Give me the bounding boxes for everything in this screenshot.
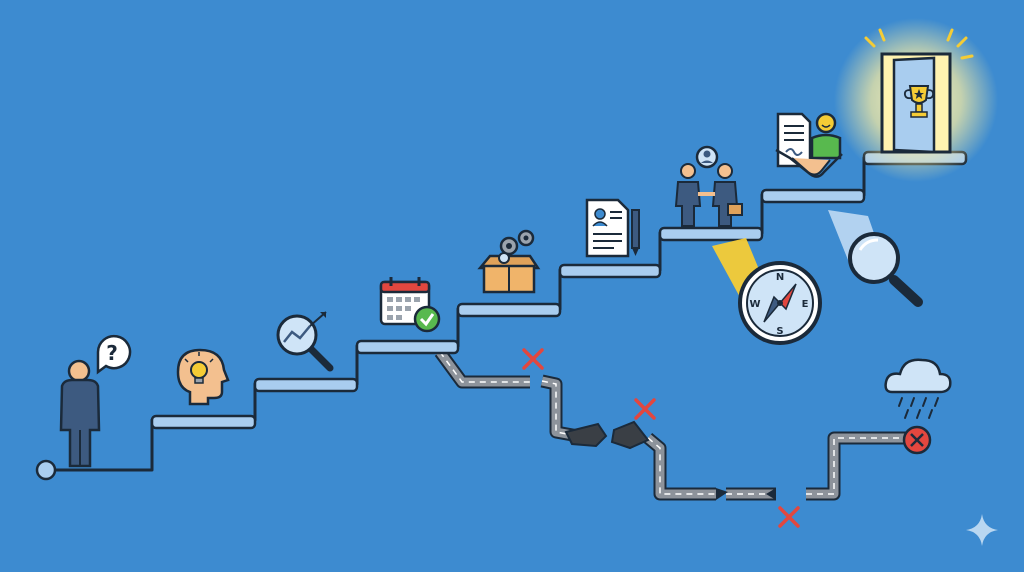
trophy-door-icon <box>834 18 998 182</box>
contract-handshake-icon <box>775 112 843 178</box>
x-mark-icon <box>522 348 544 370</box>
step-7 <box>760 188 866 204</box>
error-circle-icon <box>902 425 932 455</box>
svg-text:N: N <box>776 272 784 283</box>
calendar-check-icon <box>379 277 441 333</box>
step-1 <box>150 414 257 430</box>
lightbulb-head-icon <box>176 348 230 406</box>
x-mark-icon <box>778 506 800 528</box>
step-5 <box>558 263 662 279</box>
step-4 <box>456 302 562 318</box>
x-mark-icon <box>634 398 656 420</box>
svg-text:S: S <box>776 326 783 337</box>
sparkle-icon <box>966 514 998 546</box>
step-3 <box>355 339 460 355</box>
magnifying-glass-icon <box>828 210 923 307</box>
svg-text:?: ? <box>106 341 118 365</box>
svg-text:W: W <box>749 299 760 310</box>
step-2 <box>253 377 359 393</box>
step-6 <box>658 226 764 242</box>
magnifier-chart-icon <box>276 311 334 372</box>
compass-icon: N S W E <box>712 238 822 345</box>
detour-road <box>434 348 906 501</box>
broken-road-icon <box>564 420 776 500</box>
resume-document-icon <box>585 198 640 258</box>
handshake-people-icon <box>674 145 743 227</box>
staircase <box>35 150 968 481</box>
start-node <box>35 459 57 481</box>
box-gears-icon <box>477 229 541 294</box>
person-question-icon: ? <box>59 334 132 468</box>
rain-cloud-icon <box>884 358 952 419</box>
svg-text:E: E <box>802 299 809 310</box>
